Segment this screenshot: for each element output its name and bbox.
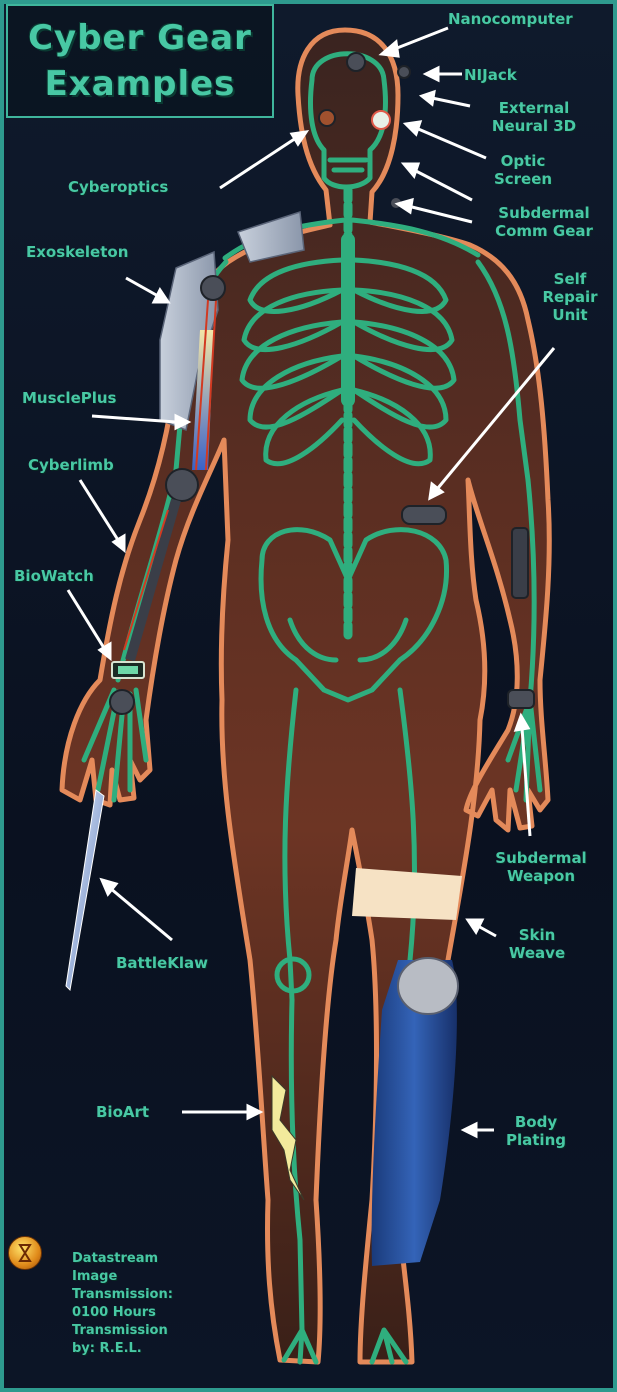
label-muscleplus: MusclePlus (22, 389, 116, 407)
label-subdermal-comm-line-1: Subdermal (478, 204, 610, 222)
title-line-2: Examples (8, 64, 272, 104)
label-body-plating-line-1: Body (498, 1113, 574, 1131)
credits-line-5: Transmission (72, 1322, 173, 1340)
label-biowatch: BioWatch (14, 567, 94, 585)
label-self-repair-unit: Self Repair Unit (530, 270, 610, 324)
label-nijack: NIJack (464, 66, 517, 84)
credits-line-1: Datastream (72, 1250, 173, 1268)
label-cyberoptics: Cyberoptics (68, 178, 168, 196)
label-skin-weave-line-1: Skin (500, 926, 574, 944)
label-self-repair-line-1: Self (530, 270, 610, 288)
label-skin-weave-line-2: Weave (500, 944, 574, 962)
label-optic-screen-line-2: Screen (476, 170, 570, 188)
hourglass-logo-icon (8, 1236, 42, 1270)
label-battleklaw: BattleKlaw (116, 954, 208, 972)
label-self-repair-line-3: Unit (530, 306, 610, 324)
label-optic-screen-line-1: Optic (476, 152, 570, 170)
title-line-1: Cyber Gear (8, 18, 272, 58)
label-external-neural: External Neural 3D (474, 99, 594, 135)
credits-line-6: by: R.E.L. (72, 1340, 173, 1358)
label-nanocomputer: Nanocomputer (448, 10, 573, 28)
label-external-neural-line-2: Neural 3D (474, 117, 594, 135)
label-exoskeleton: Exoskeleton (26, 243, 128, 261)
label-subdermal-comm-gear: Subdermal Comm Gear (478, 204, 610, 240)
label-cyberlimb: Cyberlimb (28, 456, 114, 474)
label-subdermal-comm-line-2: Comm Gear (478, 222, 610, 240)
credits-line-4: 0100 Hours (72, 1304, 173, 1322)
label-body-plating: Body Plating (498, 1113, 574, 1149)
credits-line-2: Image (72, 1268, 173, 1286)
label-external-neural-line-1: External (474, 99, 594, 117)
label-body-plating-line-2: Plating (498, 1131, 574, 1149)
label-skin-weave: Skin Weave (500, 926, 574, 962)
transmission-credits: Datastream Image Transmission: 0100 Hour… (72, 1250, 173, 1358)
label-subdermal-weapon-line-1: Subdermal (478, 849, 604, 867)
label-bioart: BioArt (96, 1103, 149, 1121)
label-optic-screen: Optic Screen (476, 152, 570, 188)
credits-line-3: Transmission: (72, 1286, 173, 1304)
label-self-repair-line-2: Repair (530, 288, 610, 306)
label-subdermal-weapon-line-2: Weapon (478, 867, 604, 885)
label-subdermal-weapon: Subdermal Weapon (478, 849, 604, 885)
title-box: Cyber Gear Examples (6, 4, 274, 118)
